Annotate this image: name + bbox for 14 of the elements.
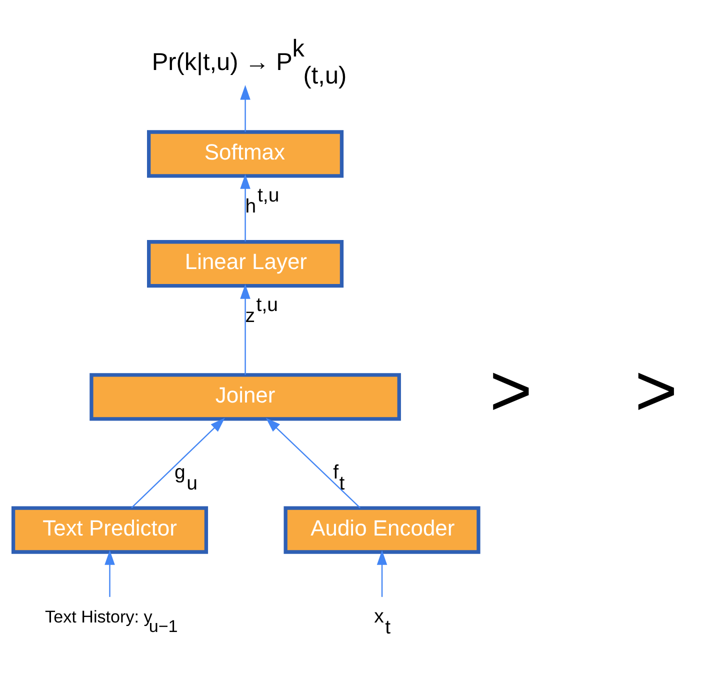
arrow: [104, 550, 115, 596]
node-box: Softmax: [147, 130, 344, 178]
label: >: [634, 348, 678, 431]
arrow: [240, 284, 250, 374]
arrow: [240, 174, 250, 241]
label: >: [489, 348, 532, 431]
node-box: Joiner: [90, 372, 401, 420]
arrow: [131, 417, 225, 508]
arrow: [376, 550, 388, 596]
node-box: Text Predictor: [11, 506, 208, 554]
arrow: [266, 417, 360, 508]
node-box: Audio Encoder: [284, 506, 480, 554]
arrow: [240, 84, 250, 132]
node-box: Linear Layer: [147, 240, 344, 288]
